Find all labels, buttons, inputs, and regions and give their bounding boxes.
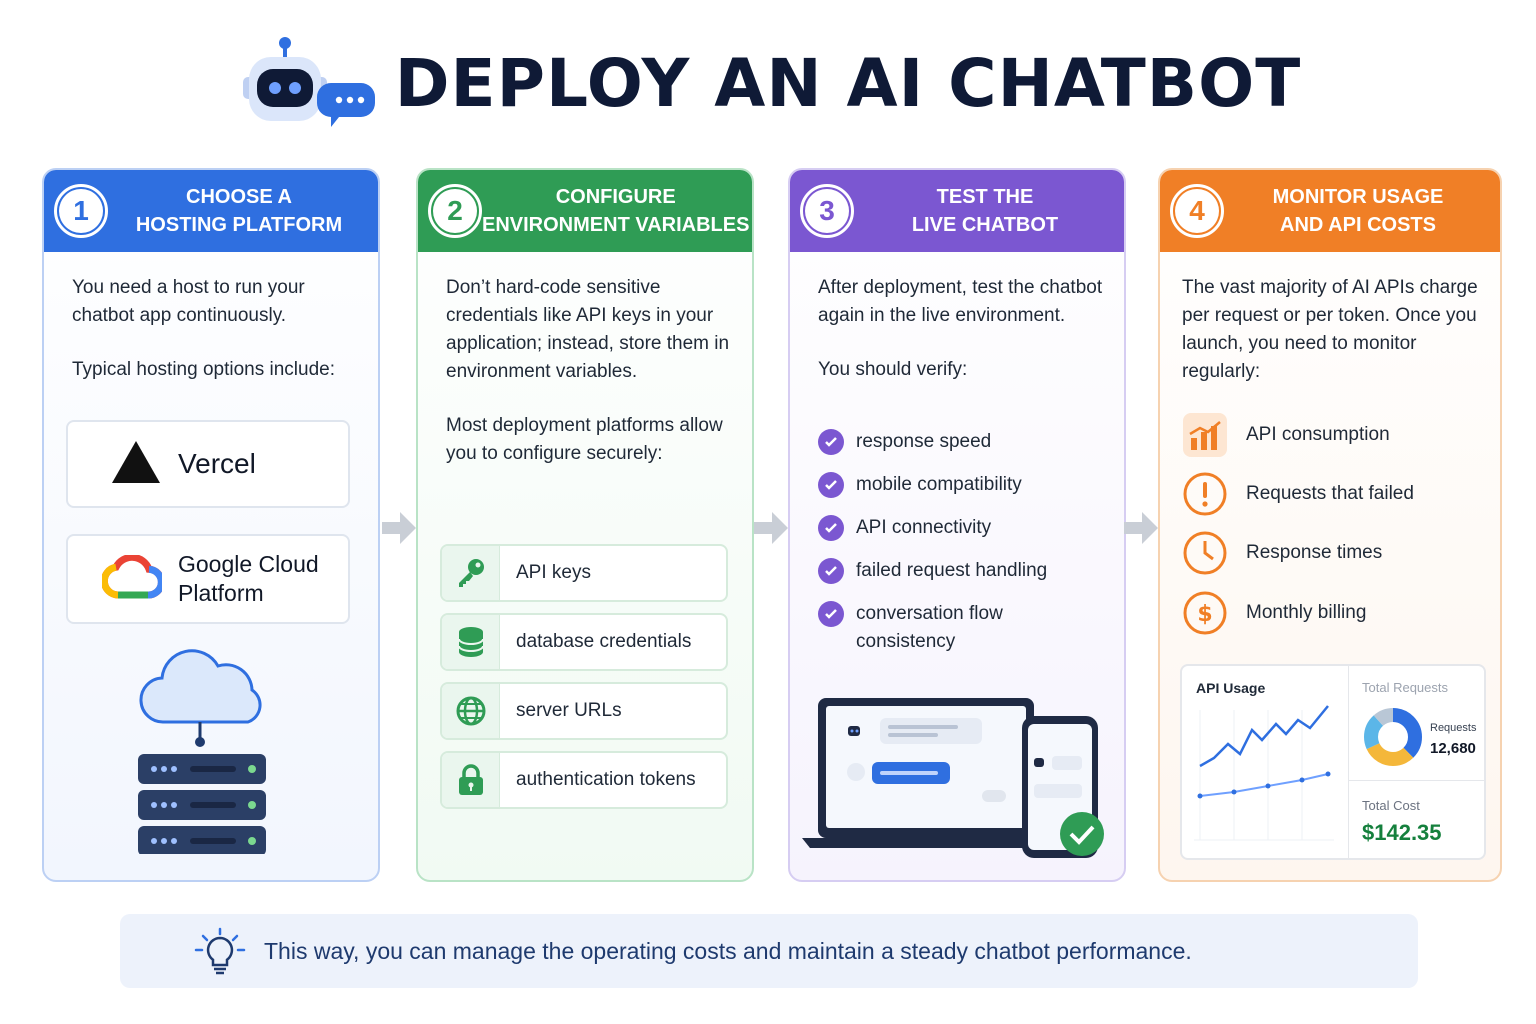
- step-title: MONITOR USAGE AND API COSTS: [1272, 186, 1444, 236]
- step-body: After deployment, test the chatbot again…: [790, 252, 1124, 880]
- platform-name: Vercel: [178, 448, 256, 479]
- step-title: CHOOSE A HOSTING PLATFORM: [135, 186, 343, 236]
- env-item-api-keys: API keys: [440, 544, 728, 602]
- arrow-right-icon: [380, 508, 418, 548]
- monitor-item: $ Monthly billing: [1182, 590, 1366, 636]
- step-card-testing: 3 TEST THE LIVE CHATBOT After deployment…: [788, 168, 1126, 882]
- usage-line-chart: [1194, 705, 1334, 841]
- env-item-server-urls: server URLs: [440, 682, 728, 740]
- check-circle-icon: [818, 472, 844, 498]
- header: DEPLOY AN AI CHATBOT: [0, 28, 1536, 138]
- platform-option-vercel: Vercel: [66, 420, 350, 508]
- check-item: conversation flow consistency: [818, 600, 1028, 656]
- total-requests-label: Total Requests: [1362, 680, 1448, 695]
- requests-donut-chart: [1364, 708, 1422, 766]
- total-cost-value: $142.35: [1362, 820, 1442, 845]
- step-card-hosting: 1 CHOOSE A HOSTING PLATFORM You need a h…: [42, 168, 380, 882]
- total-cost-label: Total Cost: [1362, 798, 1420, 813]
- lightbulb-icon: [194, 926, 246, 978]
- platform-name: Google Cloud Platform: [178, 551, 319, 606]
- step-number-badge: 3: [800, 184, 854, 238]
- check-item: response speed: [818, 428, 991, 456]
- chatbot-logo-icon: [235, 33, 375, 133]
- alert-icon: [1182, 471, 1228, 517]
- globe-icon: [442, 684, 500, 738]
- step-body: You need a host to run your chatbot app …: [44, 252, 378, 880]
- step-description: Don’t hard-code sensitive credentials li…: [446, 277, 730, 382]
- dollar-icon: $: [1182, 590, 1228, 636]
- step-number-badge: 2: [428, 184, 482, 238]
- usage-dashboard: API Usage Total Requests Requests 12,680…: [1180, 664, 1486, 860]
- platform-option-google-cloud: Google Cloud Platform: [66, 534, 350, 624]
- step-subheading: Typical hosting options include:: [72, 359, 335, 380]
- database-icon: [442, 615, 500, 669]
- clock-icon: [1182, 530, 1228, 576]
- check-circle-icon: [818, 558, 844, 584]
- footer-text: This way, you can manage the operating c…: [264, 937, 1192, 964]
- step-card-environment: 2 CONFIGURE ENVIRONMENT VARIABLES Don’t …: [416, 168, 754, 882]
- vercel-triangle-icon: [112, 440, 160, 488]
- bar-chart-icon: [1182, 412, 1228, 458]
- step-title: TEST THE LIVE CHATBOT: [911, 186, 1059, 236]
- monitor-item: Requests that failed: [1182, 471, 1414, 517]
- step-title: CONFIGURE ENVIRONMENT VARIABLES: [482, 186, 750, 236]
- step-subheading: You should verify:: [818, 359, 968, 380]
- api-usage-label: API Usage: [1196, 680, 1266, 696]
- monitor-item: Response times: [1182, 530, 1382, 576]
- step-card-monitoring: 4 MONITOR USAGE AND API COSTS The vast m…: [1158, 168, 1502, 882]
- laptop-phone-chatbot-illustration: [800, 694, 1110, 875]
- step-body: The vast majority of AI APIs charge per …: [1160, 252, 1500, 880]
- step-header: 2 CONFIGURE ENVIRONMENT VARIABLES: [418, 170, 752, 252]
- svg-text:$: $: [1197, 602, 1212, 627]
- step-description: You need a host to run your chatbot app …: [72, 277, 305, 326]
- arrow-right-icon: [752, 508, 790, 548]
- page-title: DEPLOY AN AI CHATBOT: [394, 44, 1302, 122]
- step-description: The vast majority of AI APIs charge per …: [1182, 277, 1478, 382]
- check-item: mobile compatibility: [818, 471, 1022, 499]
- step-subheading: Most deployment platforms allow you to c…: [446, 415, 723, 464]
- step-header: 4 MONITOR USAGE AND API COSTS: [1160, 170, 1500, 252]
- step-body: Don’t hard-code sensitive credentials li…: [418, 252, 752, 880]
- google-cloud-icon: [100, 553, 165, 604]
- check-circle-icon: [818, 429, 844, 455]
- env-item-auth-tokens: authentication tokens: [440, 751, 728, 809]
- requests-value: 12,680: [1430, 740, 1476, 757]
- check-item: API connectivity: [818, 514, 991, 542]
- arrow-right-icon: [1122, 508, 1160, 548]
- check-item: failed request handling: [818, 557, 1047, 585]
- cloud-server-illustration: [132, 640, 272, 859]
- check-circle-icon: [818, 601, 844, 627]
- monitor-item: API consumption: [1182, 412, 1390, 458]
- step-header: 1 CHOOSE A HOSTING PLATFORM: [44, 170, 378, 252]
- footer-note: This way, you can manage the operating c…: [120, 914, 1418, 988]
- key-icon: [442, 546, 500, 600]
- step-number-badge: 1: [54, 184, 108, 238]
- step-header: 3 TEST THE LIVE CHATBOT: [790, 170, 1124, 252]
- lock-icon: [442, 753, 500, 807]
- check-circle-icon: [818, 515, 844, 541]
- requests-label: Requests: [1430, 722, 1477, 734]
- env-item-database: database credentials: [440, 613, 728, 671]
- step-description: After deployment, test the chatbot again…: [818, 277, 1103, 326]
- step-number-badge: 4: [1170, 184, 1224, 238]
